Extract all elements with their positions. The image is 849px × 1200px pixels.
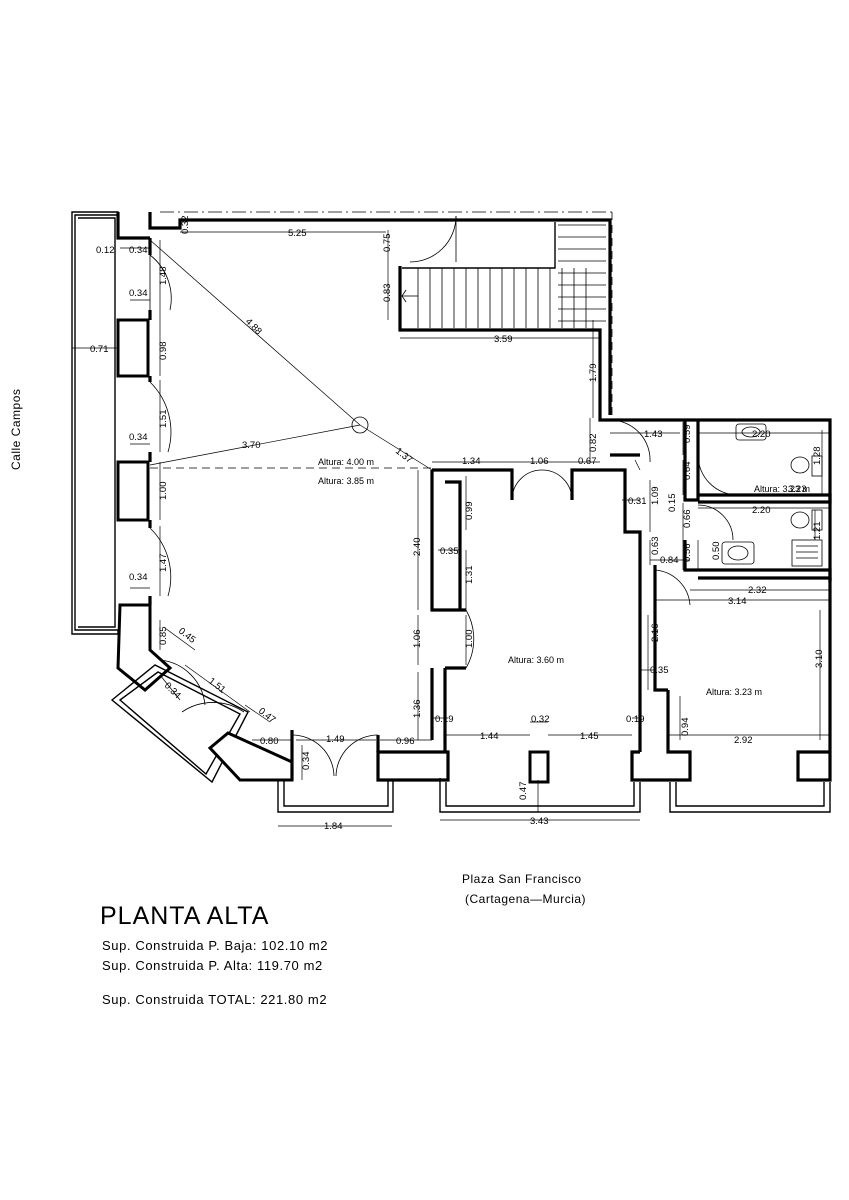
dim-62: 0.19 — [435, 714, 454, 725]
area-ground-floor: Sup. Construida P. Baja: 102.10 m2 — [102, 938, 329, 953]
dim-13: 3.70 — [242, 440, 261, 451]
dim-9: 0.71 — [90, 344, 109, 355]
dim-12: 0.34 — [129, 432, 148, 443]
bathroom-fixtures — [721, 423, 823, 567]
dim-64: 0.19 — [626, 714, 645, 725]
dim-67: 0.94 — [680, 718, 691, 737]
dim-29: 1.79 — [588, 364, 599, 383]
dim-34: 1.28 — [812, 447, 823, 466]
dim-60: 0.35 — [650, 665, 669, 676]
dim-46: 1.21 — [812, 522, 823, 541]
dim-37: 1.34 — [462, 456, 481, 467]
dim-38: 1.06 — [530, 456, 549, 467]
street-label-left: Calle Campos — [9, 389, 23, 470]
room-label-right: Altura: 3.23 m — [706, 687, 762, 697]
dim-2: 0.75 — [382, 234, 393, 253]
dim-25: 0.34 — [301, 752, 312, 771]
dim-52: 2.40 — [412, 538, 423, 557]
dimension-lines — [72, 230, 830, 827]
dim-47: 0.56 — [682, 544, 693, 563]
street-label-bottom-1: Plaza San Francisco — [462, 872, 582, 886]
dim-61: 1.36 — [412, 700, 423, 719]
dim-4: 0.12 — [96, 245, 115, 256]
dim-58: 2.16 — [650, 624, 661, 643]
dim-55: 1.00 — [464, 630, 475, 649]
dim-42: 0.31 — [628, 496, 647, 507]
dim-63: 0.32 — [531, 714, 550, 725]
area-upper-floor: Sup. Construida P. Alta: 119.70 m2 — [102, 958, 323, 973]
dim-27: 1.84 — [324, 821, 343, 832]
dim-44: 0.66 — [682, 510, 693, 529]
dim-6: 0.34 — [129, 288, 148, 299]
dim-57: 3.14 — [728, 596, 747, 607]
dimension-labels: 0.32 5.25 0.75 0.83 0.12 0.34 0.34 1.48 … — [90, 216, 825, 833]
dim-59: 3.10 — [814, 650, 825, 669]
dim-14: 1.37 — [393, 446, 414, 466]
street-label-bottom-2: (Cartagena—Murcia) — [465, 892, 586, 906]
room-labels: Altura: 4.00 m Altura: 3.85 m Altura: 3.… — [318, 457, 810, 697]
room-label-hall-lower: Altura: 3.85 m — [318, 476, 374, 486]
dim-66: 1.45 — [580, 731, 599, 742]
dim-41: 1.09 — [650, 487, 661, 506]
dim-32: 0.59 — [682, 425, 693, 444]
dim-68: 2.92 — [734, 735, 753, 746]
dim-48: 0.50 — [711, 542, 722, 561]
room-label-hall-upper: Altura: 4.00 m — [318, 457, 374, 467]
dim-19: 0.45 — [176, 626, 197, 646]
dim-40: 0.99 — [464, 502, 475, 521]
dim-35: 0.64 — [682, 462, 693, 481]
plan-title: PLANTA ALTA — [100, 902, 270, 930]
dim-1: 5.25 — [288, 228, 307, 239]
dim-51: 0.35 — [440, 546, 459, 557]
area-total: Sup. Construida TOTAL: 221.80 m2 — [102, 992, 328, 1007]
room-label-bath: Altura: 3.23 m — [754, 484, 810, 494]
dim-54: 1.06 — [412, 630, 423, 649]
dim-69: 0.47 — [518, 782, 529, 801]
dim-36: 0.15 — [667, 494, 678, 513]
dim-28: 3.59 — [494, 334, 513, 345]
dim-65: 1.44 — [480, 731, 499, 742]
dim-8: 4.88 — [243, 316, 264, 337]
dim-18: 0.85 — [158, 627, 169, 646]
reference-lines — [149, 239, 433, 471]
room-label-central: Altura: 3.60 m — [508, 655, 564, 665]
walls — [110, 212, 832, 813]
dim-24: 1.49 — [326, 734, 345, 745]
dim-56: 2.32 — [748, 585, 767, 596]
dim-10: 0.98 — [158, 342, 169, 361]
dim-3: 0.83 — [382, 284, 393, 303]
dim-7: 1.48 — [158, 267, 169, 286]
dim-22: 0.47 — [256, 706, 277, 726]
dim-0: 0.32 — [180, 216, 191, 235]
dim-23: 0.80 — [260, 736, 279, 747]
dim-30: 0.82 — [588, 434, 599, 453]
dim-45: 2.20 — [752, 505, 771, 516]
dim-5: 0.34 — [129, 245, 148, 256]
dim-39: 0.67 — [578, 456, 597, 467]
dim-31: 1.43 — [644, 429, 663, 440]
property-lines — [71, 211, 613, 635]
dim-49: 0.63 — [650, 537, 661, 556]
dim-26: 0.96 — [396, 736, 415, 747]
dim-17: 0.34 — [129, 572, 148, 583]
dim-43: 3.23 — [788, 484, 807, 495]
dim-53: 1.31 — [464, 566, 475, 585]
dim-16: 1.47 — [158, 554, 169, 573]
dim-15: 1.00 — [158, 482, 169, 501]
dim-70: 3.43 — [530, 816, 549, 827]
dim-11: 1.51 — [158, 410, 169, 429]
staircase — [401, 224, 606, 328]
dim-33: 2.20 — [752, 429, 771, 440]
door-swings — [149, 215, 739, 777]
dim-50: 0.84 — [660, 555, 679, 566]
